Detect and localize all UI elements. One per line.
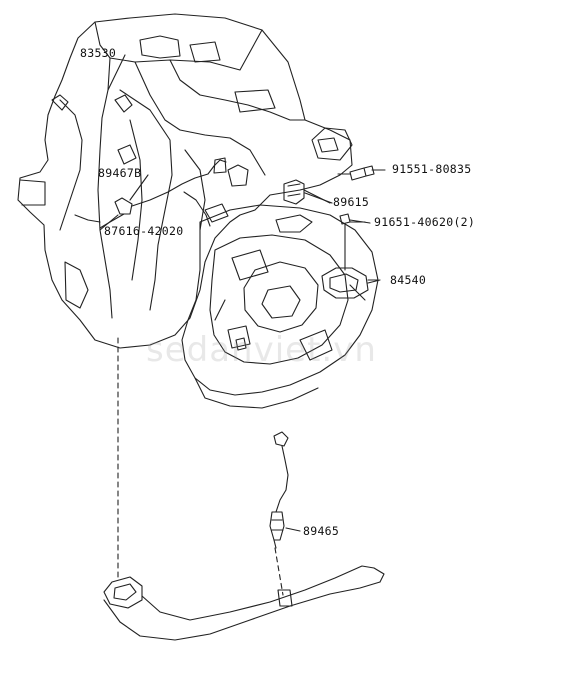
bolt-91651	[339, 213, 366, 271]
part-label-91551-80835: 91551-80835	[392, 162, 472, 176]
part-label-91651-40620: 91651-40620(2)	[374, 215, 476, 229]
part-label-89465: 89465	[303, 524, 340, 538]
sensor-89465	[269, 431, 289, 549]
engine-block	[17, 13, 353, 349]
exhaust-pipe	[103, 565, 385, 641]
part-label-89467b: 89467B	[98, 166, 142, 180]
part-label-89615: 89615	[333, 195, 370, 209]
switch-84540	[321, 267, 379, 299]
leader-lines	[99, 54, 381, 532]
dashed-leader-lines	[117, 337, 284, 596]
transaxle	[181, 203, 379, 409]
sensor-89467b	[74, 159, 227, 229]
watermark: sedanviet.vn	[146, 330, 377, 370]
part-label-87616-42020: 87616-42020	[104, 224, 184, 238]
bolt-91551	[337, 165, 386, 181]
part-label-84540: 84540	[390, 273, 427, 287]
part-label-83530: 83530	[80, 46, 117, 60]
